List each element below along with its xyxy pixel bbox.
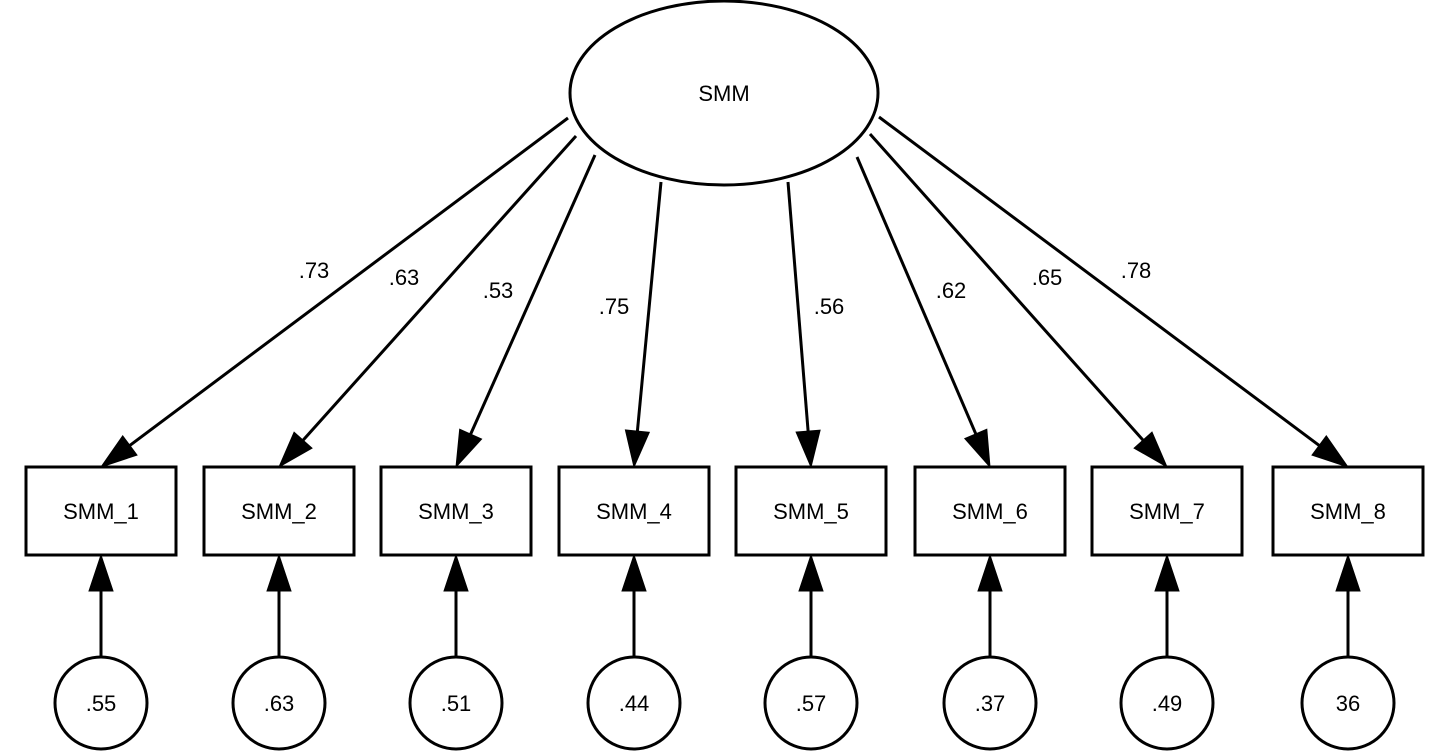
error-label-5: .57	[796, 691, 827, 716]
error-label-2: .63	[264, 691, 295, 716]
error-label-6: .37	[975, 691, 1006, 716]
loading-label-4: .75	[599, 294, 630, 319]
error-label-7: .49	[1152, 691, 1183, 716]
error-label-3: .51	[441, 691, 472, 716]
loading-label-5: .56	[814, 294, 845, 319]
loading-path-5-arrowhead-icon	[795, 429, 821, 469]
error-label-1: .55	[86, 691, 117, 716]
error-path-7-arrowhead-icon	[1154, 553, 1180, 592]
loading-path-4-arrowhead-icon	[624, 429, 651, 469]
indicator-label-8: SMM_8	[1310, 499, 1386, 524]
error-path-3-arrowhead-icon	[443, 553, 469, 592]
latent-ellipse	[568, 0, 880, 187]
loading-path-2-line	[301, 134, 578, 442]
loading-label-1: .73	[299, 258, 330, 283]
loading-label-2: .63	[389, 265, 420, 290]
error-path-1-arrowhead-icon	[88, 553, 114, 592]
loading-label-8: .78	[1121, 258, 1152, 283]
loading-label-6: .62	[936, 278, 967, 303]
loading-label-3: .53	[483, 278, 514, 303]
error-label-4: .44	[619, 691, 650, 716]
indicator-label-5: SMM_5	[773, 499, 849, 524]
error-path-2-arrowhead-icon	[266, 553, 292, 592]
loading-label-7: .65	[1032, 265, 1063, 290]
indicator-box-3	[379, 465, 533, 557]
loading-path-3-line	[469, 154, 597, 435]
indicator-box-6	[913, 465, 1067, 557]
indicator-label-4: SMM_4	[596, 499, 672, 524]
indicator-box-4	[557, 465, 711, 557]
path-edges	[88, 115, 1361, 657]
indicator-box-5	[734, 465, 888, 557]
loading-path-6-arrowhead-icon	[963, 428, 991, 469]
indicator-label-6: SMM_6	[952, 499, 1028, 524]
indicator-label-2: SMM_2	[241, 499, 317, 524]
loading-path-3-arrowhead-icon	[455, 428, 483, 469]
loading-path-4-line	[635, 181, 663, 432]
error-path-8-arrowhead-icon	[1335, 553, 1361, 592]
loading-path-8-line	[878, 115, 1321, 447]
loading-path-6-line	[855, 156, 978, 435]
error-circle-3	[408, 655, 504, 751]
latent-label: SMM	[698, 81, 749, 106]
error-path-4-arrowhead-icon	[621, 553, 647, 592]
loading-path-7-arrowhead-icon	[1133, 431, 1169, 469]
error-path-6-arrowhead-icon	[977, 553, 1003, 592]
loading-path-1-arrowhead-icon	[99, 434, 138, 468]
loading-path-2-arrowhead-icon	[277, 431, 313, 469]
error-circle-4	[586, 655, 682, 751]
loading-path-7-line	[868, 133, 1145, 442]
loading-path-1-line	[128, 116, 569, 447]
error-label-8: 36	[1336, 691, 1360, 716]
error-path-5-arrowhead-icon	[798, 553, 824, 592]
indicator-box-7	[1090, 465, 1244, 557]
indicator-label-1: SMM_1	[63, 499, 139, 524]
indicator-label-3: SMM_3	[418, 499, 494, 524]
error-circle-7	[1119, 655, 1215, 751]
error-circle-1	[53, 655, 149, 751]
loading-path-5-line	[786, 181, 810, 432]
indicator-box-2	[202, 465, 356, 557]
diagram-nodes: SMM SMM_1.55.73SMM_2.63.63SMM_3.51.53SMM…	[24, 0, 1425, 751]
error-circle-5	[763, 655, 859, 751]
indicator-label-7: SMM_7	[1129, 499, 1205, 524]
indicator-box-8	[1271, 465, 1425, 557]
indicator-box-1	[24, 465, 178, 557]
error-circle-2	[231, 655, 327, 751]
error-circle-8	[1300, 655, 1396, 751]
loading-path-8-arrowhead-icon	[1311, 435, 1350, 468]
error-circle-6	[942, 655, 1038, 751]
